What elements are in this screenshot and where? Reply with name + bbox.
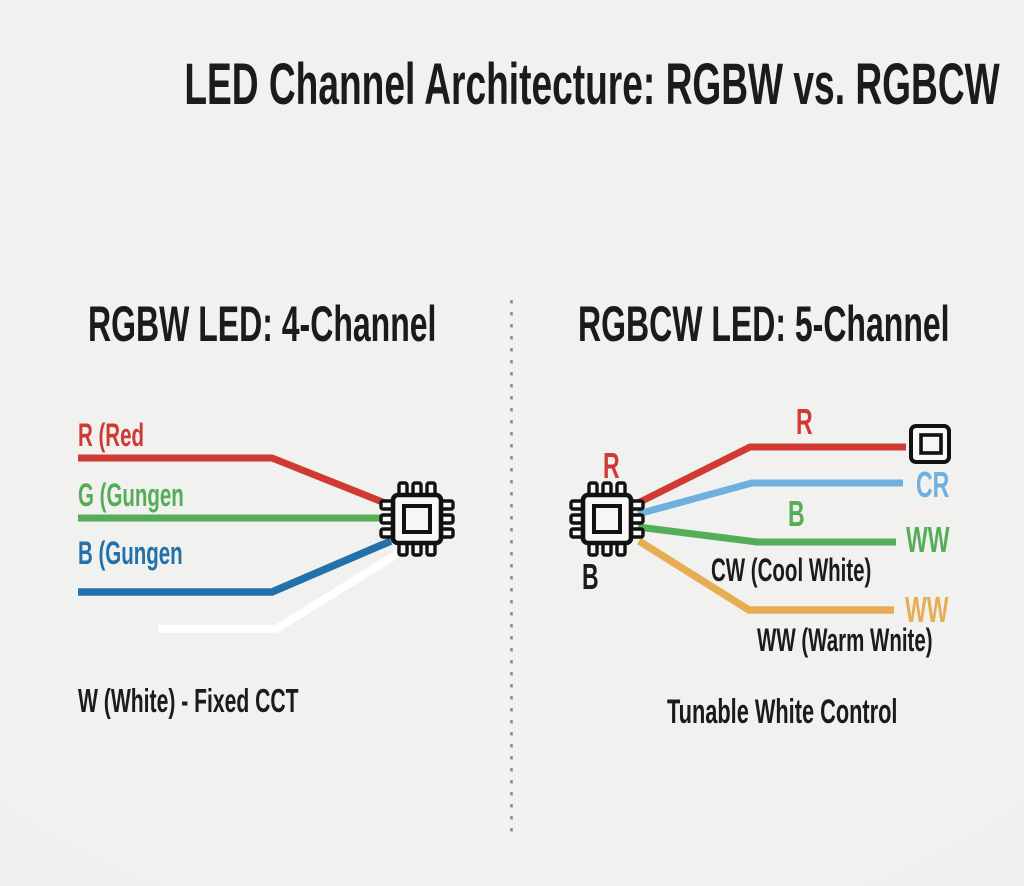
right-footnote: Tunable White Control [667, 693, 898, 731]
left-red-wire [78, 454, 392, 509]
right-chip-label-bottom: B [582, 556, 599, 597]
left-wire-label-green: G (Gungen [78, 477, 184, 513]
right-annotation-warm-white: WW (Warm Wnite) [757, 622, 933, 658]
right-microchip-icon [571, 483, 643, 555]
right-red-wire [636, 443, 906, 507]
right-wire-label-cr: CR [916, 464, 950, 505]
page-title: LED Channel Architecture: RGBW vs. RGBCW [184, 52, 1000, 117]
right-chip-label-top: R [603, 445, 620, 486]
right-coolwhite-wire [637, 479, 903, 518]
led-square-icon [909, 424, 951, 464]
right-wire-label-b: B [788, 493, 805, 534]
left-white-wire [158, 550, 400, 633]
right-wire-label-r: R [796, 401, 813, 442]
right-wire-label-ww-orange: WW [905, 589, 949, 630]
right-green-wire [637, 523, 896, 546]
left-blue-wire [78, 537, 393, 596]
left-footnote: W (White) - Fixed CCT [78, 682, 299, 719]
right-warmwhite-wire [637, 537, 894, 614]
right-section-header: RGBCW LED: 5-Channel [578, 296, 950, 352]
right-annotation-cool-white: CW (Cool White) [711, 552, 872, 588]
left-wire-label-blue: B (Gungen [78, 535, 183, 571]
left-section-header: RGBW LED: 4-Channel [88, 296, 437, 352]
right-wire-label-ww-green: WW [906, 519, 950, 560]
left-wire-label-red: R (Red [78, 417, 144, 453]
